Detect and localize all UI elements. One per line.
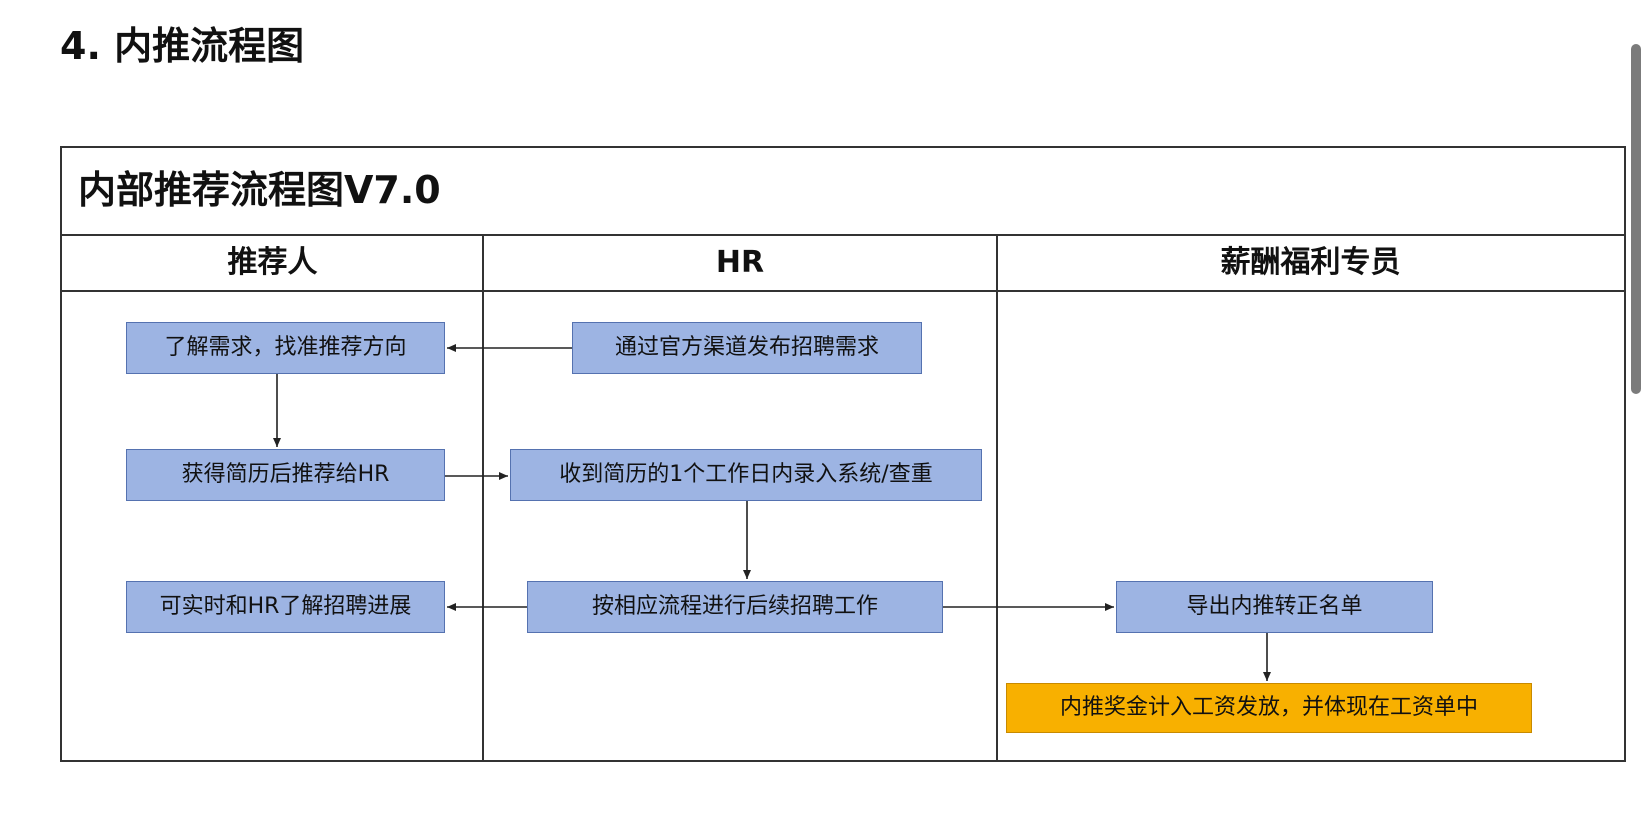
node-followup-recruit: 按相应流程进行后续招聘工作 [527, 581, 943, 633]
lane-header-hr: HR [483, 236, 997, 292]
node-track-progress: 可实时和HR了解招聘进展 [126, 581, 445, 633]
flowchart-frame: 内部推荐流程图V7.0 推荐人 HR 薪酬福利专员 [60, 146, 1626, 762]
node-export-list: 导出内推转正名单 [1116, 581, 1433, 633]
scrollbar-thumb[interactable] [1631, 44, 1641, 394]
lane-divider [996, 236, 998, 762]
node-publish-needs: 通过官方渠道发布招聘需求 [572, 322, 922, 374]
lane-header-payroll: 薪酬福利专员 [997, 236, 1624, 292]
node-record-resume: 收到简历的1个工作日内录入系统/查重 [510, 449, 982, 501]
section-heading: 4. 内推流程图 [60, 24, 305, 68]
node-understand-needs: 了解需求，找准推荐方向 [126, 322, 445, 374]
flowchart-title: 内部推荐流程图V7.0 [62, 148, 1624, 236]
node-bonus-payroll: 内推奖金计入工资发放，并体现在工资单中 [1006, 683, 1532, 733]
lane-header-referrer: 推荐人 [62, 236, 483, 292]
node-recommend-resume: 获得简历后推荐给HR [126, 449, 445, 501]
lane-divider [482, 236, 484, 762]
